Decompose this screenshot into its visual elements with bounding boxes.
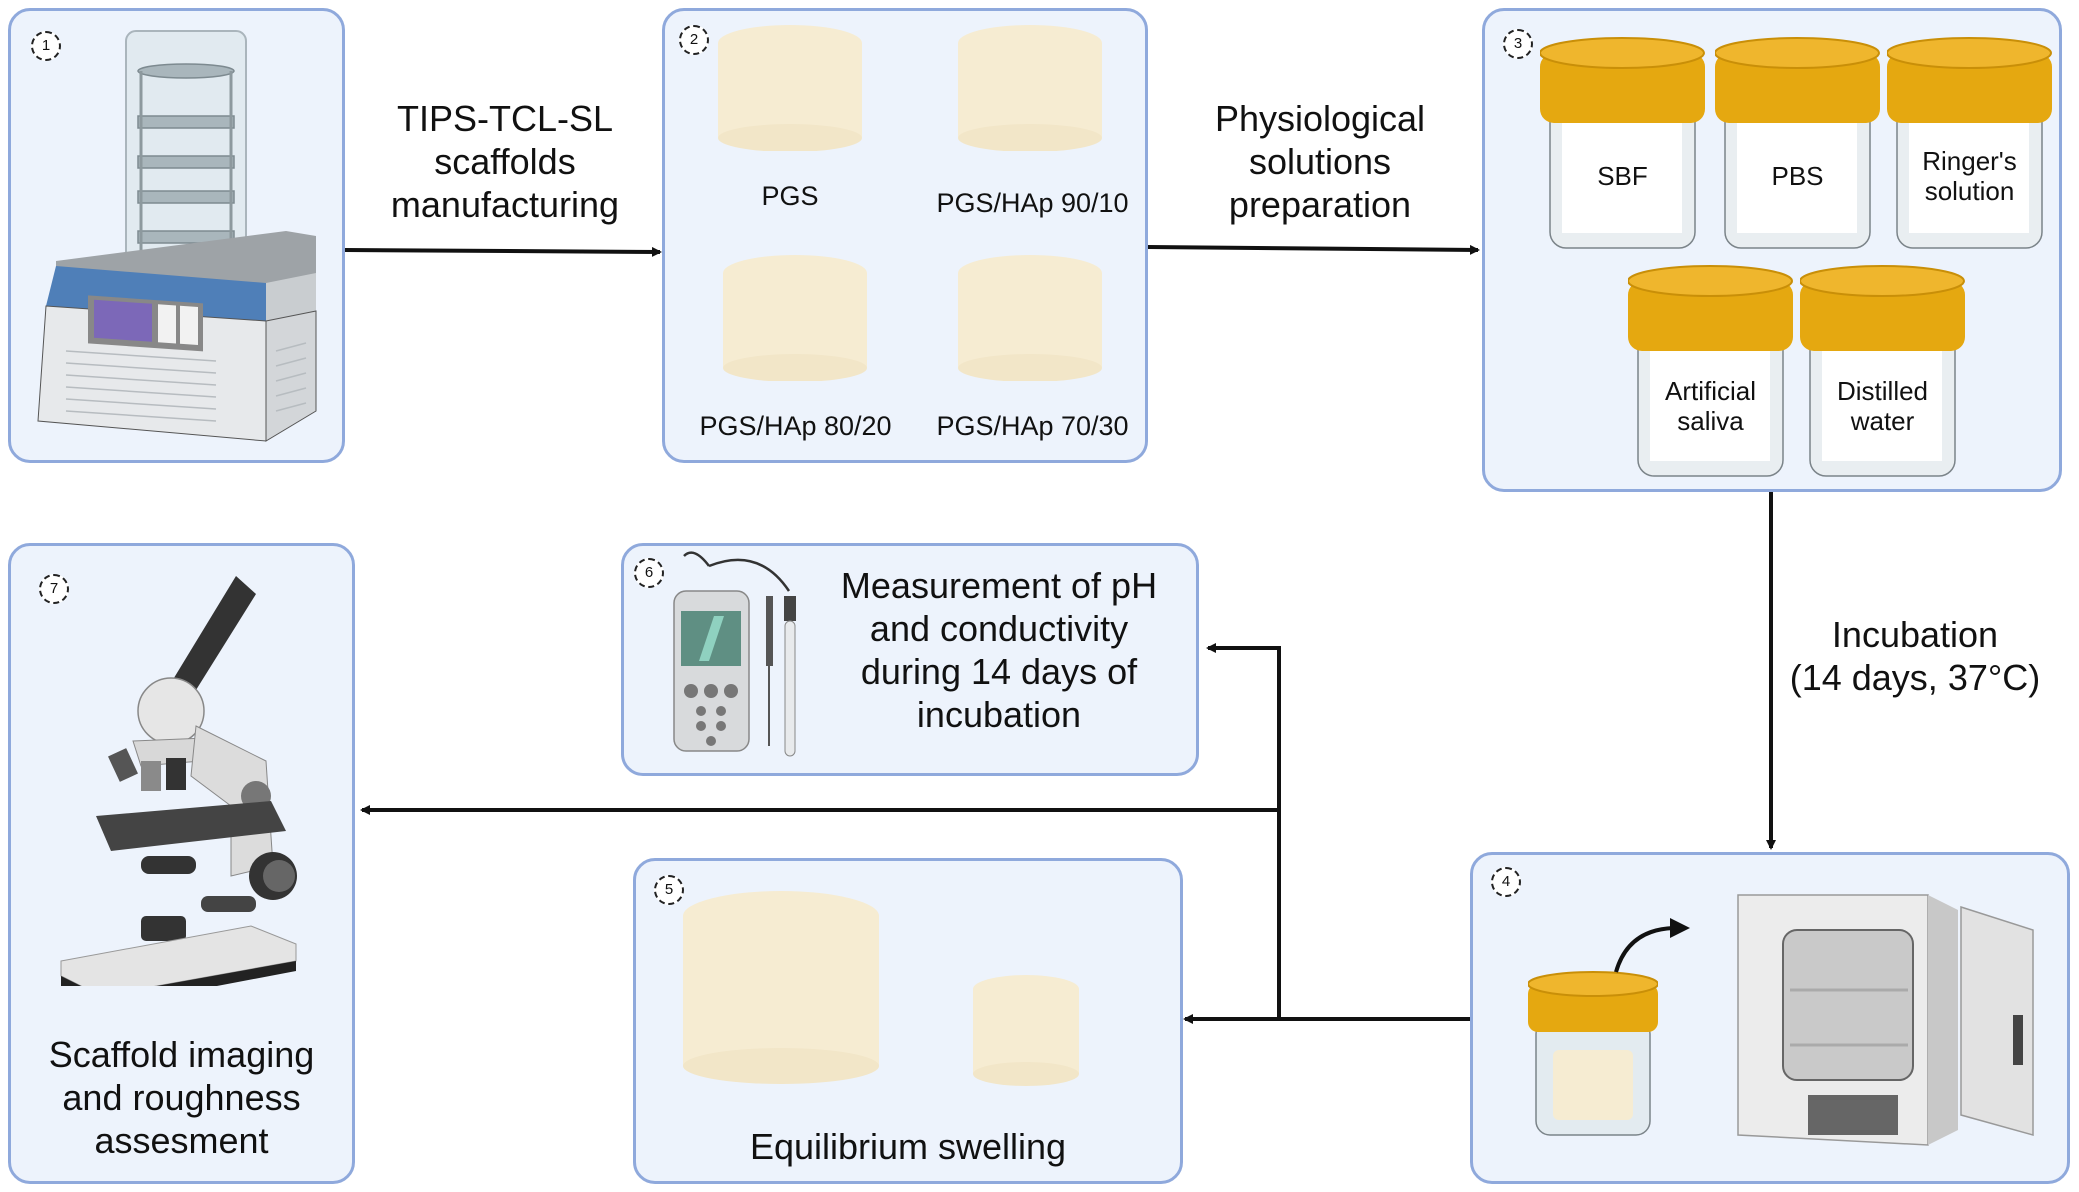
step-number-badge: 7 xyxy=(39,574,69,604)
solution-jar-ringers: Ringer's solution xyxy=(1887,33,2052,253)
scaffold-jar-icon xyxy=(1528,971,1658,1136)
solution-label: Distilled water xyxy=(1836,376,1929,436)
arrow-2-to-3 xyxy=(1147,244,1480,255)
step-number-badge: 4 xyxy=(1491,867,1521,897)
specimen-jar-icon xyxy=(1715,37,1880,249)
step-1-panel: 1 xyxy=(8,8,345,463)
arrow-branch-to-6 xyxy=(1206,643,1281,1019)
step-4-panel: 4 xyxy=(1470,852,2070,1184)
solution-jar-sbf: SBF xyxy=(1540,33,1705,253)
sample-label-pgs-hap-80-20: PGS/HAp 80/20 xyxy=(699,411,892,441)
step-number-badge: 1 xyxy=(31,31,61,61)
step-number-badge: 3 xyxy=(1503,29,1533,59)
ph-meter-icon xyxy=(673,551,796,757)
step-number-badge: 2 xyxy=(679,25,709,55)
step-7-panel: 7 Scaffold imaging and roughness assesme… xyxy=(8,543,355,1184)
dry-scaffold-icon xyxy=(973,975,1079,1086)
porous-scaffold-icon xyxy=(958,25,1102,151)
porous-scaffold-icon xyxy=(723,255,867,381)
solution-label: PBS xyxy=(1771,161,1824,191)
porous-scaffold-icon xyxy=(958,255,1102,381)
step-5-panel: 5 Equilibrium swelling xyxy=(633,858,1183,1184)
ph-conductivity-caption: Measurement of pH and conductivity durin… xyxy=(840,565,1158,735)
specimen-jar-icon xyxy=(1540,37,1705,249)
step-number-badge: 6 xyxy=(634,558,664,588)
solution-jar-distilled-water: Distilled water xyxy=(1800,261,1965,481)
specimen-jar-icon xyxy=(1887,37,2052,249)
solution-label: Ringer's solution xyxy=(1922,146,2017,206)
flow-label-solutions: Physiological solutions preparation xyxy=(1214,98,1426,225)
imaging-caption: Scaffold imaging and roughness assesment xyxy=(48,1034,315,1161)
flow-label-manufacturing: TIPS-TCL-SL scaffolds manufacturing xyxy=(390,98,620,225)
solution-label: SBF xyxy=(1597,161,1648,191)
incubator-icon xyxy=(1737,894,2034,1146)
porous-scaffold-icon xyxy=(718,25,862,151)
sample-label-pgs-hap-90-10: PGS/HAp 90/10 xyxy=(936,188,1129,218)
swelling-caption: Equilibrium swelling xyxy=(749,1126,1067,1167)
step-number-badge: 5 xyxy=(654,875,684,905)
specimen-jar-icon xyxy=(1628,265,1793,477)
specimen-jar-icon xyxy=(1800,265,1965,477)
step-6-panel: 6 Measurement of pH and conductivity dur… xyxy=(621,543,1199,776)
step-3-panel: 3 SBF PBS Ringer's solution Artificial s… xyxy=(1482,8,2062,492)
solution-jar-pbs: PBS xyxy=(1715,33,1880,253)
solution-label: Artificial saliva xyxy=(1664,376,1756,436)
microscope-icon xyxy=(60,576,297,986)
solution-jar-artificial-saliva: Artificial saliva xyxy=(1628,261,1793,481)
swollen-scaffold-icon xyxy=(683,891,879,1084)
step-2-panel: 2 PGS PGS/HAp 90/10 PGS/HAp 80/20 PGS/HA… xyxy=(662,8,1148,463)
transfer-arrow-icon xyxy=(1614,918,1690,973)
arrow-1-to-2 xyxy=(344,246,662,257)
freeze-dryer-icon xyxy=(37,30,317,442)
flow-label-incubation: Incubation (14 days, 37°C) xyxy=(1789,614,2041,698)
sample-label-pgs-hap-70-30: PGS/HAp 70/30 xyxy=(936,411,1129,441)
sample-label-pgs: PGS xyxy=(761,181,819,211)
